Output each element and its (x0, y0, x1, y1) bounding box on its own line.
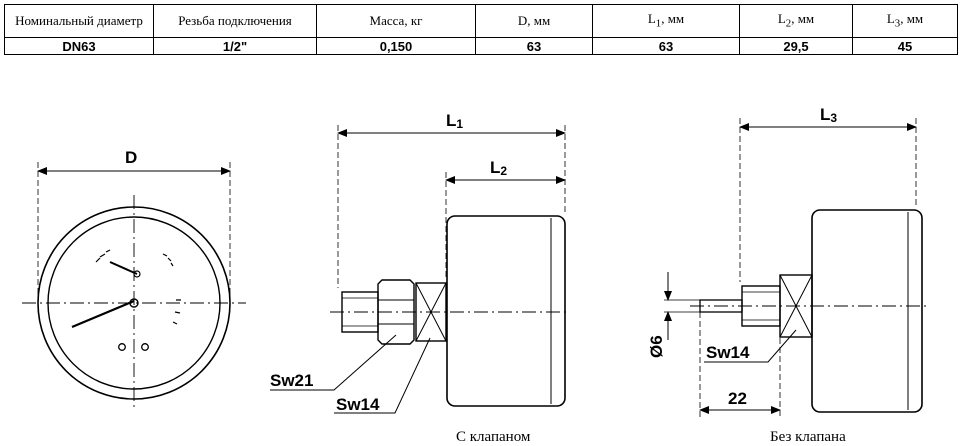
header-text: L (777, 10, 786, 26)
cell-l3: 45 (852, 37, 958, 55)
scale-ticks (95, 249, 111, 263)
header-sub: 3 (894, 17, 901, 30)
dimension-dia-label: Ø6 (647, 335, 666, 358)
dimension-l1-label: L1 (446, 111, 463, 131)
header-text: D, мм (517, 13, 551, 28)
gauge-case (446, 215, 566, 407)
sw14-label-novalve: Sw14 (706, 343, 750, 362)
cell-l1: 63 (592, 37, 740, 55)
sw21-label: Sw21 (270, 371, 313, 390)
leader-sw14 (334, 337, 431, 414)
header-thread: Резьба подключения (153, 4, 317, 38)
dimension-l3-label: L3 (820, 105, 837, 125)
label-sub: 1 (456, 117, 463, 131)
scale-ticks (172, 299, 181, 325)
header-tail: , мм (791, 10, 815, 26)
label-main: L (446, 111, 456, 130)
header-text: L (886, 10, 895, 26)
sw14-label: Sw14 (336, 395, 380, 414)
leader-sw14 (704, 329, 797, 363)
header-text: L (647, 10, 656, 26)
cell-nominal-diameter: DN63 (4, 37, 154, 55)
table-row: DN63 1/2" 0,150 63 63 29,5 45 (4, 37, 958, 55)
dimension-l2-label: L2 (490, 158, 507, 178)
header-sub: 1 (655, 17, 662, 30)
caption-without-valve: Без клапана (770, 429, 846, 445)
gauge-case (811, 209, 923, 413)
cell-thread: 1/2" (153, 37, 317, 55)
header-l2: L2, мм (739, 4, 853, 38)
dimension-d-label: D (125, 148, 137, 167)
leader-sw21 (270, 334, 397, 391)
needle-hub (133, 270, 141, 278)
scale-ticks (162, 253, 174, 267)
header-text: Масса, кг (369, 13, 423, 28)
caption-with-valve: С клапаном (456, 429, 531, 445)
cell-l2: 29,5 (739, 37, 853, 55)
header-tail: , мм (661, 10, 685, 26)
header-nominal-diameter: Номинальный диаметр (4, 4, 154, 38)
header-sub: 2 (785, 17, 792, 30)
small-needle (109, 261, 138, 275)
header-tail: , мм (900, 10, 924, 26)
header-text: Резьба подключения (178, 13, 292, 28)
main-needle (71, 299, 135, 329)
side-view-with-valve (270, 125, 570, 414)
header-l3: L3, мм (852, 4, 958, 38)
dial-dot (118, 343, 126, 351)
table-header-row: Номинальный диаметр Резьба подключения М… (4, 4, 958, 38)
side-view-without-valve (664, 118, 930, 418)
header-text: Номинальный диаметр (15, 13, 143, 28)
header-d: D, мм (475, 4, 593, 38)
cell-d: 63 (475, 37, 593, 55)
label-sub: 2 (500, 164, 507, 178)
cell-mass: 0,150 (316, 37, 476, 55)
dimension-22-label: 22 (728, 389, 747, 408)
spec-table: Номинальный диаметр Резьба подключения М… (4, 4, 958, 55)
main-needle-hub (129, 298, 139, 308)
label-main: L (490, 158, 500, 177)
front-view (22, 162, 246, 410)
dial-dot (141, 343, 149, 351)
label-sub: 3 (830, 111, 837, 125)
label-main: L (820, 105, 830, 124)
